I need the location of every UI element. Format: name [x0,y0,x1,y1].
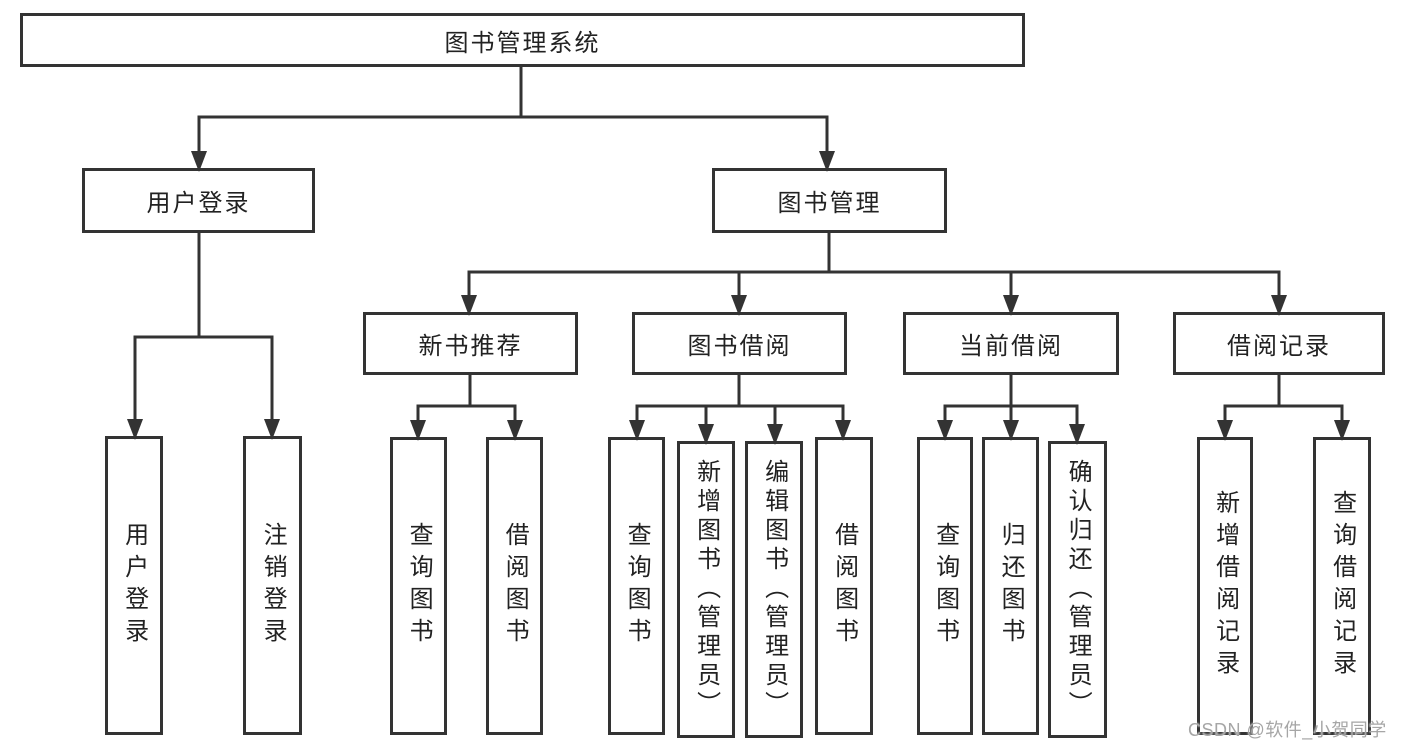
leaf-cb-confirm-return-admin-label: 确认归还（管理员） [1064,459,1092,720]
leaf-cb-confirm-return-admin: 确认归还（管理员） [1048,441,1107,738]
leaf-nbr-query-books: 查询图书 [390,437,447,735]
node-book-borrowing: 图书借阅 [632,312,847,375]
node-book-management: 图书管理 [712,168,947,233]
leaf-cb-return-books-label: 归还图书 [997,522,1025,650]
leaf-br-add-record-label: 新增借阅记录 [1211,490,1239,682]
leaf-bb-edit-books-admin-label: 编辑图书（管理员） [760,459,788,720]
leaf-cb-return-books: 归还图书 [982,437,1039,735]
node-root: 图书管理系统 [20,13,1025,67]
leaf-bb-borrow-books: 借阅图书 [815,437,873,735]
node-user-login-label: 用户登录 [146,190,251,217]
leaf-br-add-record: 新增借阅记录 [1197,437,1253,735]
leaf-bb-borrow-books-label: 借阅图书 [830,522,858,650]
leaf-user-login: 用户登录 [105,436,163,735]
node-root-label: 图书管理系统 [444,29,601,57]
leaf-bb-add-books-admin-label: 新增图书（管理员） [692,459,720,720]
leaf-bb-query-books: 查询图书 [608,437,665,735]
node-user-login: 用户登录 [82,168,315,233]
leaf-logout-label: 注销登录 [259,521,287,650]
leaf-cb-query-books: 查询图书 [917,437,973,735]
node-new-book-recommend: 新书推荐 [363,312,578,375]
node-new-book-recommend-label: 新书推荐 [418,333,523,360]
leaf-bb-add-books-admin: 新增图书（管理员） [677,441,735,738]
node-current-borrowing-label: 当前借阅 [959,333,1063,360]
leaf-nbr-borrow-books: 借阅图书 [486,437,543,735]
node-borrowing-records: 借阅记录 [1173,312,1385,375]
leaf-logout: 注销登录 [243,436,302,735]
node-current-borrowing: 当前借阅 [903,312,1119,375]
leaf-br-query-record: 查询借阅记录 [1313,437,1371,735]
node-book-management-label: 图书管理 [777,190,882,217]
leaf-bb-edit-books-admin: 编辑图书（管理员） [745,441,803,738]
leaf-cb-query-books-label: 查询图书 [931,522,959,650]
leaf-bb-query-books-label: 查询图书 [623,522,651,650]
leaf-user-login-label: 用户登录 [120,521,148,650]
watermark: CSDN @软件_小贺同学 [1188,720,1387,740]
leaf-br-query-record-label: 查询借阅记录 [1328,490,1356,682]
leaf-nbr-borrow-books-label: 借阅图书 [501,522,529,650]
node-borrowing-records-label: 借阅记录 [1227,333,1331,360]
node-book-borrowing-label: 图书借阅 [687,333,792,360]
leaf-nbr-query-books-label: 查询图书 [405,522,433,650]
